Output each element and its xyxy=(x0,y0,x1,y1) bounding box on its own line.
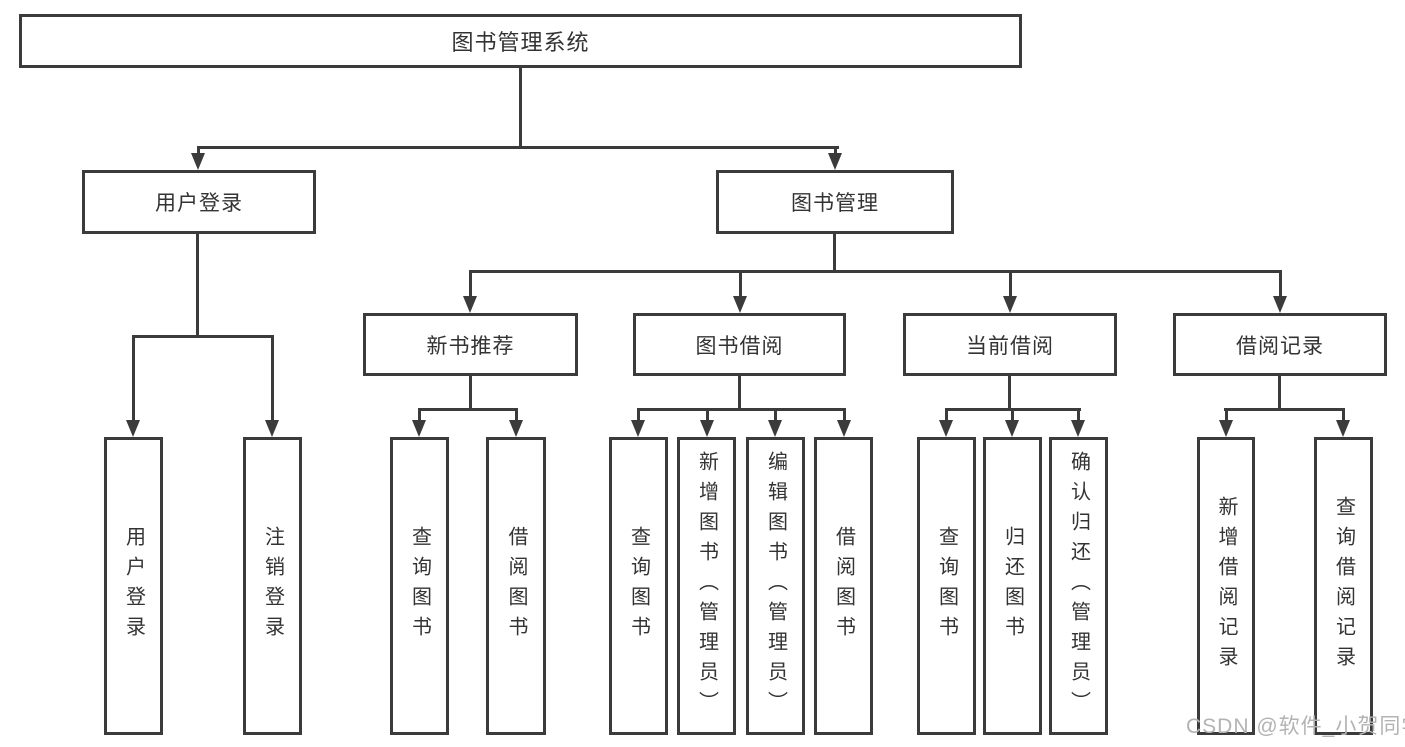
node-label: 图书管理系统 xyxy=(451,30,590,55)
connector-line xyxy=(469,376,472,411)
leaf-add-book-admin: 新增图书（管理员） xyxy=(677,437,736,735)
arrow-shaft-line xyxy=(1342,408,1345,423)
arrowhead-down-icon xyxy=(700,420,714,437)
arrowhead-down-icon xyxy=(1005,420,1019,437)
arrow-shaft-line xyxy=(418,408,421,423)
connector-line xyxy=(418,408,518,411)
connector-line xyxy=(197,146,839,149)
arrowhead-down-icon xyxy=(939,420,953,437)
connector-line xyxy=(196,233,199,338)
node-label: 图书借阅 xyxy=(695,334,784,358)
connector-line xyxy=(469,270,1282,273)
arrow-shaft-line xyxy=(1279,270,1282,299)
leaf-confirm-return-admin: 确认归还（管理员） xyxy=(1049,437,1108,735)
node-label: 图书管理 xyxy=(791,192,879,215)
arrow-shaft-line xyxy=(834,146,837,156)
connector-line xyxy=(637,408,846,411)
node-user-login: 用户登录 xyxy=(82,170,316,234)
leaf-logout: 注销登录 xyxy=(243,437,302,735)
connector-line xyxy=(833,233,836,273)
arrow-shaft-line xyxy=(271,335,274,423)
leaf-search-books-1: 查询图书 xyxy=(390,437,449,735)
leaf-return-books: 归还图书 xyxy=(983,437,1042,735)
connector-line xyxy=(1008,376,1011,411)
arrow-shaft-line xyxy=(515,408,518,423)
arrowhead-down-icon xyxy=(733,296,747,313)
node-label: 查询图书 xyxy=(408,526,431,646)
arrowhead-down-icon xyxy=(463,296,477,313)
arrowhead-down-icon xyxy=(265,420,279,437)
node-label: 借阅图书 xyxy=(505,526,527,646)
arrowhead-down-icon xyxy=(1219,420,1233,437)
arrow-shaft-line xyxy=(706,408,709,423)
arrowhead-down-icon xyxy=(126,420,140,437)
leaf-search-borrow-record: 查询借阅记录 xyxy=(1314,437,1373,735)
node-label: 确认归还（管理员） xyxy=(1067,451,1090,721)
node-library-management-system: 图书管理系统 xyxy=(19,14,1022,68)
arrowhead-down-icon xyxy=(828,153,842,170)
node-label: 新书推荐 xyxy=(426,334,515,358)
node-label: 编辑图书（管理员） xyxy=(764,451,787,721)
arrow-shaft-line xyxy=(1225,408,1228,423)
node-label: 注销登录 xyxy=(261,526,284,646)
connector-line xyxy=(1278,376,1281,411)
node-label: 借阅图书 xyxy=(832,526,855,646)
arrowhead-down-icon xyxy=(1336,420,1350,437)
arrow-shaft-line xyxy=(945,408,948,423)
arrow-shaft-line xyxy=(1009,270,1012,299)
node-label: 查询借阅记录 xyxy=(1332,496,1355,676)
arrow-shaft-line xyxy=(739,270,742,299)
connector-line xyxy=(519,68,522,149)
node-label: 用户登录 xyxy=(122,526,145,646)
arrow-shaft-line xyxy=(1011,408,1014,423)
node-book-borrowing: 图书借阅 xyxy=(633,313,846,376)
arrow-shaft-line xyxy=(637,408,640,423)
leaf-edit-book-admin: 编辑图书（管理员） xyxy=(746,437,805,735)
node-new-book-recommendation: 新书推荐 xyxy=(363,313,578,376)
node-borrowing-records: 借阅记录 xyxy=(1173,313,1387,376)
arrow-shaft-line xyxy=(774,408,777,423)
node-current-borrowing: 当前借阅 xyxy=(903,313,1117,376)
leaf-borrow-books-2: 借阅图书 xyxy=(814,437,873,735)
arrowhead-down-icon xyxy=(1273,296,1287,313)
arrow-shaft-line xyxy=(1077,408,1080,423)
node-book-management: 图书管理 xyxy=(716,170,954,234)
connector-line xyxy=(132,335,274,338)
leaf-add-borrow-record: 新增借阅记录 xyxy=(1197,437,1255,735)
connector-line xyxy=(738,376,741,411)
arrow-shaft-line xyxy=(843,408,846,423)
connector-line xyxy=(1224,408,1345,411)
arrowhead-down-icon xyxy=(768,420,782,437)
leaf-search-books-3: 查询图书 xyxy=(917,437,976,735)
node-label: 用户登录 xyxy=(155,192,243,215)
leaf-search-books-2: 查询图书 xyxy=(609,437,668,735)
leaf-borrow-books-1: 借阅图书 xyxy=(486,437,546,735)
node-label: 新增借阅记录 xyxy=(1215,496,1237,676)
node-label: 归还图书 xyxy=(1001,526,1024,646)
arrowhead-down-icon xyxy=(1071,420,1085,437)
csdn-watermark: CSDN @软件_小贺同学 xyxy=(1186,715,1405,738)
arrow-shaft-line xyxy=(469,270,472,299)
arrowhead-down-icon xyxy=(631,420,645,437)
node-label: 新增图书（管理员） xyxy=(695,451,718,721)
arrowhead-down-icon xyxy=(412,420,426,437)
node-label: 借阅记录 xyxy=(1236,334,1324,358)
leaf-user-login: 用户登录 xyxy=(104,437,163,735)
arrow-shaft-line xyxy=(197,146,200,156)
arrowhead-down-icon xyxy=(837,420,851,437)
node-label: 查询图书 xyxy=(935,526,958,646)
node-label: 查询图书 xyxy=(627,526,650,646)
arrow-shaft-line xyxy=(132,335,135,423)
node-label: 当前借阅 xyxy=(966,334,1054,358)
arrowhead-down-icon xyxy=(1003,296,1017,313)
arrowhead-down-icon xyxy=(509,420,523,437)
arrowhead-down-icon xyxy=(191,153,205,170)
